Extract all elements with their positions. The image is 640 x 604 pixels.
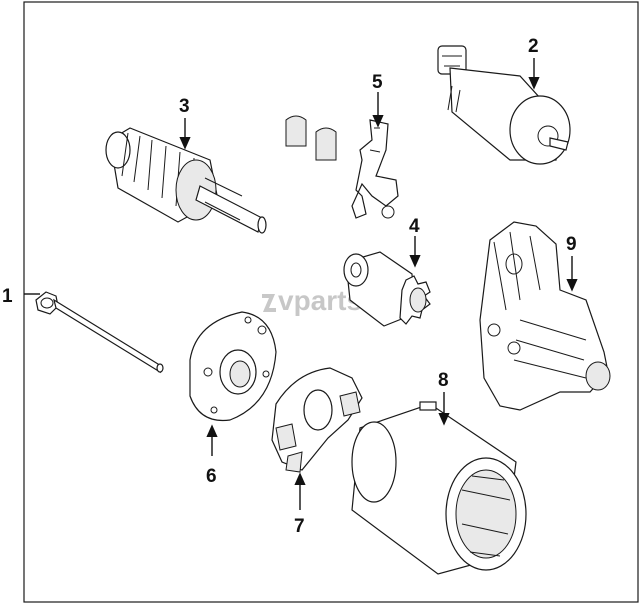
watermark: vparts	[262, 285, 362, 316]
end-plate-icon	[189, 311, 277, 422]
leader-lines	[24, 58, 578, 510]
drive-pinion-gear-icon	[343, 251, 431, 327]
callout-1: 1	[2, 286, 13, 307]
callout-6: 6	[206, 466, 217, 487]
watermark-text: vparts	[278, 285, 362, 316]
drive-end-housing-icon	[479, 221, 611, 411]
callout-labels: 1 2 3 4 5 6 7 8 9	[2, 36, 577, 537]
callout-5: 5	[372, 72, 383, 93]
field-housing-yoke-icon	[351, 401, 527, 575]
callout-7: 7	[294, 516, 305, 537]
through-bolt-icon	[35, 291, 164, 374]
callout-4: 4	[409, 216, 420, 237]
callout-3: 3	[179, 96, 190, 117]
shift-lever-and-brushes-icon	[285, 115, 399, 219]
callout-2: 2	[528, 36, 539, 57]
armature-icon	[105, 127, 267, 234]
solenoid-switch-icon	[437, 45, 571, 165]
brush-holder-icon	[271, 367, 363, 473]
callout-8: 8	[438, 370, 449, 391]
diagram-frame	[23, 1, 639, 603]
callout-9: 9	[566, 234, 577, 255]
